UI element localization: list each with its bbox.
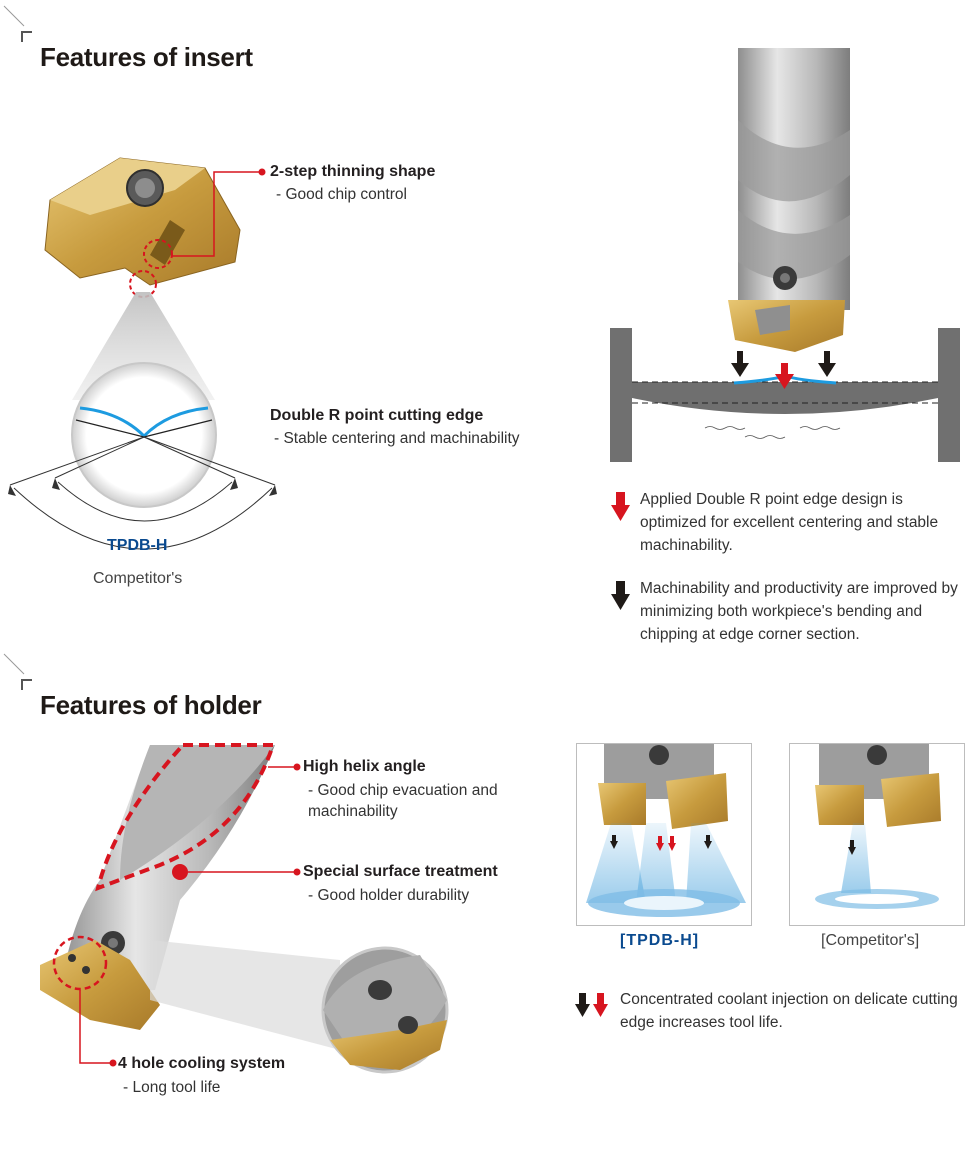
coolant-comparison-tpdb-h — [576, 743, 752, 926]
callout-title: Special surface treatment — [303, 863, 498, 880]
callout-double-r-point: Double R point cutting edge - Stable cen… — [270, 407, 520, 449]
callout-2-step-thinning: 2-step thinning shape - Good chip contro… — [270, 163, 435, 205]
note-double-r-design: Applied Double R point edge design is op… — [640, 491, 939, 554]
holder-illustration — [40, 743, 449, 1074]
callout-subtitle: - Good chip evacuation and machinability — [308, 782, 498, 820]
callout-subtitle: - Long tool life — [123, 1079, 221, 1096]
section-corner-mark — [3, 5, 32, 42]
callout-subtitle: - Good chip control — [276, 186, 407, 203]
section-corner-mark — [3, 653, 32, 690]
callout-title: 2-step thinning shape — [270, 163, 436, 180]
note-coolant-injection: Concentrated coolant injection on delica… — [620, 991, 958, 1031]
callout-subtitle: - Good holder durability — [308, 887, 470, 904]
callout-title: Double R point cutting edge — [270, 407, 484, 424]
label-tpdb-h-box: [TPDB-H] — [620, 932, 700, 949]
black-down-arrow-icon — [611, 581, 630, 610]
label-competitor: Competitor's — [93, 570, 183, 587]
note-machinability: Machinability and productivity are impro… — [640, 580, 958, 643]
red-down-arrow-icon — [611, 492, 630, 521]
insert-illustration — [8, 157, 277, 550]
callout-title: High helix angle — [303, 758, 426, 775]
label-tpdb-h: TPDB-H — [107, 537, 168, 554]
callout-special-surface-treatment: Special surface treatment - Good holder … — [303, 863, 498, 906]
label-competitor-box: [Competitor's] — [821, 932, 920, 949]
callout-title: 4 hole cooling system — [118, 1055, 286, 1072]
coolant-comparison-competitor — [789, 743, 965, 926]
section-title-insert: Features of insert — [40, 42, 253, 72]
callout-high-helix-angle: High helix angle - Good chip evacuation … — [303, 758, 523, 822]
black-red-arrows-icon — [575, 993, 608, 1017]
section-title-holder: Features of holder — [40, 690, 262, 720]
drill-workpiece-illustration — [610, 48, 960, 462]
callout-4-hole-cooling: 4 hole cooling system - Long tool life — [118, 1055, 285, 1098]
callout-subtitle: - Stable centering and machinability — [274, 430, 520, 447]
